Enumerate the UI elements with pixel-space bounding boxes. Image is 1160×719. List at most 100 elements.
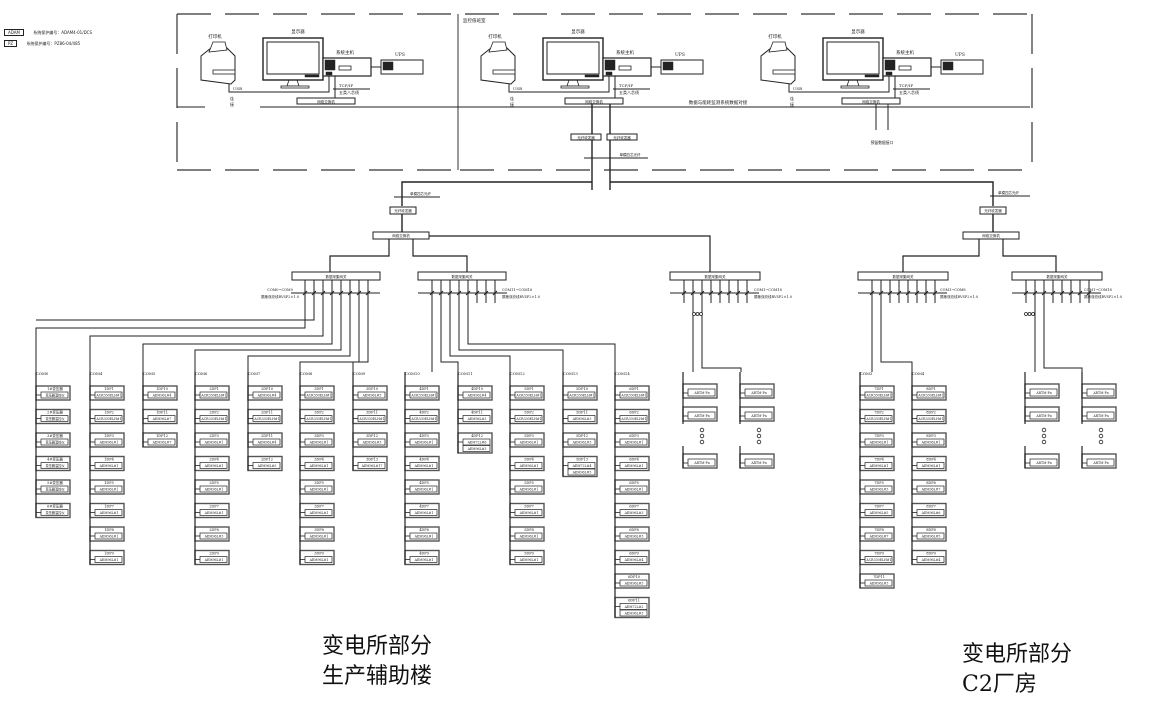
fiber-transceiver <box>570 133 602 141</box>
device-name: 1DP9 <box>104 552 114 556</box>
device-model: ACR330ELH#1 <box>200 394 226 398</box>
device-name: 7DP7 <box>874 505 884 509</box>
device-name: 8DP4 <box>926 458 936 462</box>
host-port-icon <box>605 71 613 76</box>
legend-tag: PZ <box>4 40 18 47</box>
com-port-label: COM3 <box>860 371 873 376</box>
artm-model-box <box>1086 458 1115 467</box>
port-tick <box>347 290 353 296</box>
device-name: 5DP9 <box>524 552 534 556</box>
device-model: ACR330ELH#1 <box>410 394 436 398</box>
device-name: 8DP1 <box>926 387 936 391</box>
device-name: 8DP3 <box>926 434 936 438</box>
device-model: ACR330ELH#1 <box>253 417 279 421</box>
network-switch-label: 网络交换机 <box>862 99 880 104</box>
connection-label: 接 <box>510 101 514 107</box>
device-model: AEM96L#1 <box>519 441 539 445</box>
port-tick <box>365 290 371 296</box>
device-name: 2DP11 <box>261 411 273 415</box>
device-name: 6DP4 <box>629 458 639 462</box>
fiber-transceiver <box>606 133 638 141</box>
monitor-label: 显示器 <box>291 29 305 35</box>
artm-device-label: ARTM-Pn <box>693 414 709 418</box>
reserved-port-label: 预留数据接口 <box>871 140 894 145</box>
device-model: AEM96L#3 <box>624 535 644 539</box>
device-name: 1DP2 <box>104 411 114 415</box>
device-model: AEM96L#1 <box>921 464 941 468</box>
device-name: 8DP2 <box>926 411 936 415</box>
device-model: AEM96L#5 <box>257 464 277 468</box>
port-tick <box>1077 290 1083 296</box>
data-gateway <box>669 271 761 281</box>
device-name: 1DP8 <box>104 528 114 532</box>
com-port-label: COM0 <box>36 371 49 376</box>
device-name: 2DP3 <box>209 434 219 438</box>
device-name: 4DP3 <box>419 434 429 438</box>
device-name: 2DP2 <box>209 411 219 415</box>
device-model: AEM96L#3 <box>624 511 644 515</box>
com-port-label: COM4 <box>912 371 925 376</box>
device-name: 3DP10 <box>366 387 378 391</box>
device-name: 1DP7 <box>104 505 114 509</box>
switch-to-gateway-line <box>429 235 711 272</box>
device-model: ACR330ELH#1 <box>917 394 943 398</box>
device-name: 1#变压器 <box>47 386 63 391</box>
device-model: AEM96L#1 <box>519 464 539 468</box>
device-model: 变压器温控仪 <box>45 510 65 515</box>
connection-label: 接 <box>790 101 794 107</box>
ellipsis-dot-icon <box>699 312 703 316</box>
data-gateway-label: 数据采集网关 <box>326 274 347 279</box>
monitor-stand-icon <box>846 79 860 87</box>
device-model-box <box>567 468 596 476</box>
artm-device-label: ARTM-Pn <box>1035 461 1051 465</box>
host-label: 系统主机 <box>336 49 354 56</box>
ellipsis-dot-icon <box>756 439 762 445</box>
device-model: 变压器温控仪 <box>45 463 65 468</box>
network-switch <box>564 97 624 105</box>
cable-label: 五类八芯线 <box>339 89 359 95</box>
port-tick <box>338 290 344 296</box>
device-model: ACR330ELH#1 <box>305 417 331 421</box>
device-name: 6DP10 <box>628 575 640 579</box>
monitor-screen-icon <box>546 41 600 75</box>
tcp-label: TCP/IP <box>899 83 913 88</box>
cable-label: 五类八芯线 <box>619 89 639 95</box>
host-slot-icon <box>898 65 912 71</box>
device-model: 变压器温控仪 <box>45 393 65 398</box>
connection-label: 连 <box>790 95 794 101</box>
com-range-label: COM1~COM18 <box>1084 288 1112 292</box>
tcp-label: TCP/IP <box>339 83 353 88</box>
device-name: 7DP8 <box>874 528 884 532</box>
device-name: 3DP7 <box>314 505 324 509</box>
fiber-transceiver-label: 光纤收发器 <box>577 135 595 140</box>
monitor-base-icon <box>280 85 310 89</box>
com-port-label: COM12 <box>510 371 525 376</box>
device-model: AEM96L#1 <box>519 535 539 539</box>
device-model: AEM96L#3 <box>204 535 224 539</box>
network-switch-label: 网络交换机 <box>585 99 603 104</box>
artm-model-box <box>1029 458 1058 467</box>
device-model: AEM96L#1 <box>624 441 644 445</box>
device-name: 2DP1 <box>209 387 219 391</box>
device-name: 3DP13 <box>366 458 378 462</box>
device-name: 4DP11 <box>471 411 483 415</box>
artm-device-label: ARTM-Pn <box>750 414 766 418</box>
printer-label: 打印机 <box>208 33 222 40</box>
device-model: ACR330ELH#1 <box>515 394 541 398</box>
workstation <box>760 41 796 85</box>
switch-to-gateway-line <box>329 239 390 272</box>
com-range-label: COM1~COM8 <box>940 288 966 292</box>
device-name: 8DP8 <box>926 528 936 532</box>
device-model: ACR330ELH#1 <box>865 394 891 398</box>
host-port-icon <box>325 71 333 76</box>
data-gateway-label: 数据采集网关 <box>705 274 726 279</box>
device-name: 5DP13 <box>576 458 588 462</box>
usb-cable <box>228 76 330 93</box>
artm-route-line <box>1043 303 1083 372</box>
device-name: 1DP12 <box>156 434 168 438</box>
com-range-label: COM11~COM18 <box>502 288 532 292</box>
network-switch-label: 网络交换机 <box>392 233 410 238</box>
device-name: 3DP12 <box>366 434 378 438</box>
device-model: AEM96L#3 <box>467 447 487 451</box>
com-route-line <box>449 303 511 372</box>
